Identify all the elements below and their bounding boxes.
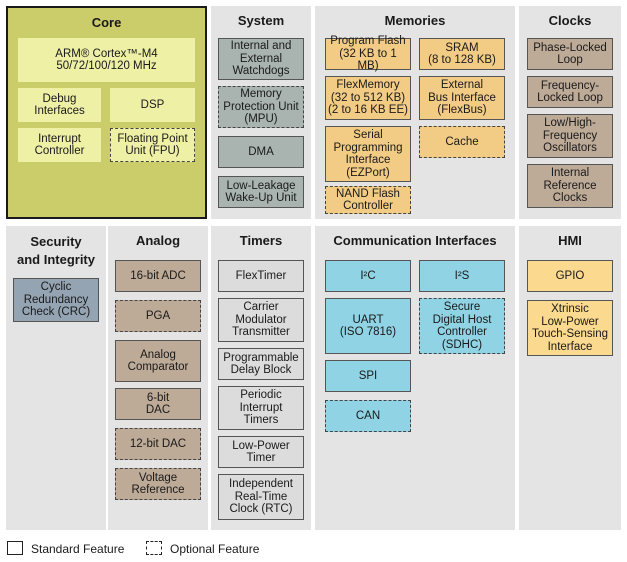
flextimer-block: FlexTimer: [218, 260, 304, 292]
internal-reference-clocks-block: Internal Reference Clocks: [527, 164, 613, 208]
communication-title: Communication Interfaces: [333, 233, 497, 248]
12bit-dac-block: 12-bit DAC: [115, 428, 201, 460]
sram-block: SRAM (8 to 128 KB): [419, 38, 505, 70]
interrupt-controller-block: Interrupt Controller: [18, 128, 101, 162]
6bit-dac-block: 6-bit DAC: [115, 388, 201, 420]
external-bus-block: External Bus Interface (FlexBus): [419, 76, 505, 120]
nand-flash-block: NAND Flash Controller: [325, 186, 411, 214]
fpu-block: Floating Point Unit (FPU): [110, 128, 195, 162]
low-power-timer-block: Low-Power Timer: [218, 436, 304, 468]
flexmemory-block: FlexMemory (32 to 512 KB) (2 to 16 KB EE…: [325, 76, 411, 120]
hmi-panel: HMI GPIO Xtrinsic Low-Power Touch-Sensin…: [519, 226, 621, 530]
pll-block: Phase-Locked Loop: [527, 38, 613, 70]
debug-interfaces-block: Debug Interfaces: [18, 88, 101, 122]
dma-block: DMA: [218, 136, 304, 168]
program-flash-block: Program Flash (32 KB to 1 MB): [325, 35, 411, 72]
optional-feature-label: Optional Feature: [170, 542, 260, 556]
system-panel: System Internal and External Watchdogs M…: [211, 6, 311, 219]
standard-feature-label: Standard Feature: [31, 542, 125, 556]
cache-block: Cache: [419, 126, 505, 158]
analog-comparator-block: Analog Comparator: [115, 340, 201, 382]
oscillators-block: Low/High- Frequency Oscillators: [527, 114, 613, 158]
arm-cortex-m4-block: ARM® Cortex™-M4 50/72/100/120 MHz: [18, 38, 195, 82]
optional-feature-swatch: [146, 541, 162, 555]
serial-programming-block: Serial Programming Interface (EZPort): [325, 126, 411, 182]
timers-panel: Timers FlexTimer Carrier Modulator Trans…: [211, 226, 311, 530]
programmable-delay-block: Programmable Delay Block: [218, 348, 304, 380]
gpio-block: GPIO: [527, 260, 613, 292]
voltage-reference-block: Voltage Reference: [115, 468, 201, 500]
carrier-modulator-block: Carrier Modulator Transmitter: [218, 298, 304, 342]
clocks-panel: Clocks Phase-Locked Loop Frequency- Lock…: [519, 6, 621, 219]
spi-block: SPI: [325, 360, 411, 392]
core-title: Core: [91, 15, 122, 30]
dsp-block: DSP: [110, 88, 195, 122]
security-panel: Security and Integrity Cyclic Redundancy…: [6, 226, 106, 530]
system-title: System: [237, 13, 285, 28]
i2c-block: I²C: [325, 260, 411, 292]
rtc-block: Independent Real-Time Clock (RTC): [218, 474, 304, 520]
uart-block: UART (ISO 7816): [325, 298, 411, 354]
clocks-title: Clocks: [548, 13, 592, 28]
core-panel: Core ARM® Cortex™-M4 50/72/100/120 MHz D…: [6, 6, 207, 219]
wakeup-unit-block: Low-Leakage Wake-Up Unit: [218, 176, 304, 208]
memories-title: Memories: [384, 13, 446, 28]
analog-title: Analog: [135, 233, 181, 248]
standard-feature-swatch: [7, 541, 23, 555]
16bit-adc-block: 16-bit ADC: [115, 260, 201, 292]
touch-sensing-block: Xtrinsic Low-Power Touch-Sensing Interfa…: [527, 300, 613, 356]
memories-panel: Memories Program Flash (32 KB to 1 MB) S…: [315, 6, 515, 219]
mpu-block: Memory Protection Unit (MPU): [218, 86, 304, 128]
security-title: Security and Integrity: [16, 234, 95, 267]
analog-panel: Analog 16-bit ADC PGA Analog Comparator …: [108, 226, 208, 530]
hmi-title: HMI: [558, 233, 582, 248]
communication-panel: Communication Interfaces I²C I²S UART (I…: [315, 226, 515, 530]
timers-title: Timers: [239, 233, 283, 248]
fll-block: Frequency- Locked Loop: [527, 76, 613, 108]
can-block: CAN: [325, 400, 411, 432]
periodic-interrupt-timers-block: Periodic Interrupt Timers: [218, 386, 304, 430]
crc-block: Cyclic Redundancy Check (CRC): [13, 278, 99, 322]
pga-block: PGA: [115, 300, 201, 332]
i2s-block: I²S: [419, 260, 505, 292]
watchdogs-block: Internal and External Watchdogs: [218, 38, 304, 80]
sdhc-block: Secure Digital Host Controller (SDHC): [419, 298, 505, 354]
